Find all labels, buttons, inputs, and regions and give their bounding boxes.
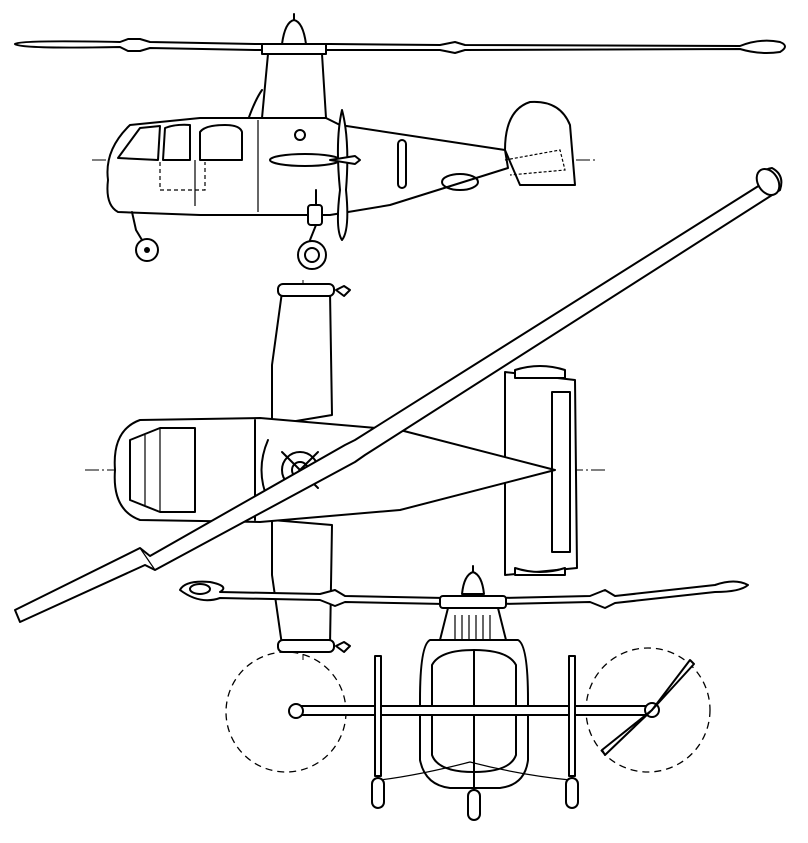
top-rotor-blade	[14, 167, 783, 623]
side-vent	[441, 173, 479, 191]
side-main-wheel	[297, 240, 327, 270]
front-right-wheel	[565, 777, 579, 809]
side-pylon	[261, 53, 327, 119]
front-right-prop-blade-1	[651, 659, 695, 711]
top-elevator	[551, 391, 571, 553]
front-left-prop-hub	[288, 703, 304, 719]
front-view	[179, 565, 749, 821]
front-nose-wheel	[467, 789, 481, 821]
front-outrigger-arm	[294, 705, 651, 716]
side-tail-fin	[504, 100, 576, 186]
front-rotor-hub	[461, 571, 485, 595]
side-windscreen	[117, 125, 161, 161]
side-rotor-hub	[281, 19, 307, 45]
top-blade-tip	[755, 167, 781, 197]
side-window-2	[199, 124, 243, 161]
side-rotor-blade	[14, 38, 786, 54]
side-view	[14, 13, 786, 270]
front-rotor-blade	[179, 580, 749, 609]
side-window-1	[162, 123, 191, 161]
top-lower-wingtip-fairing	[277, 639, 335, 653]
top-upper-wingtip-fairing	[277, 283, 335, 297]
front-windscreen	[431, 649, 517, 773]
side-rotor-head	[261, 43, 327, 55]
front-left-strut	[374, 655, 382, 777]
front-left-wheel	[371, 777, 385, 809]
front-gear-wire	[379, 761, 571, 781]
side-porthole	[294, 129, 306, 141]
front-right-prop-blade-2	[601, 709, 653, 756]
top-view	[14, 167, 783, 660]
front-pylon	[439, 607, 507, 641]
front-right-strut	[568, 655, 576, 777]
side-panel	[397, 139, 407, 189]
top-wing-lower	[271, 519, 333, 646]
side-propeller	[336, 109, 349, 241]
top-wing-upper	[271, 291, 333, 426]
side-door-outline	[159, 162, 206, 191]
